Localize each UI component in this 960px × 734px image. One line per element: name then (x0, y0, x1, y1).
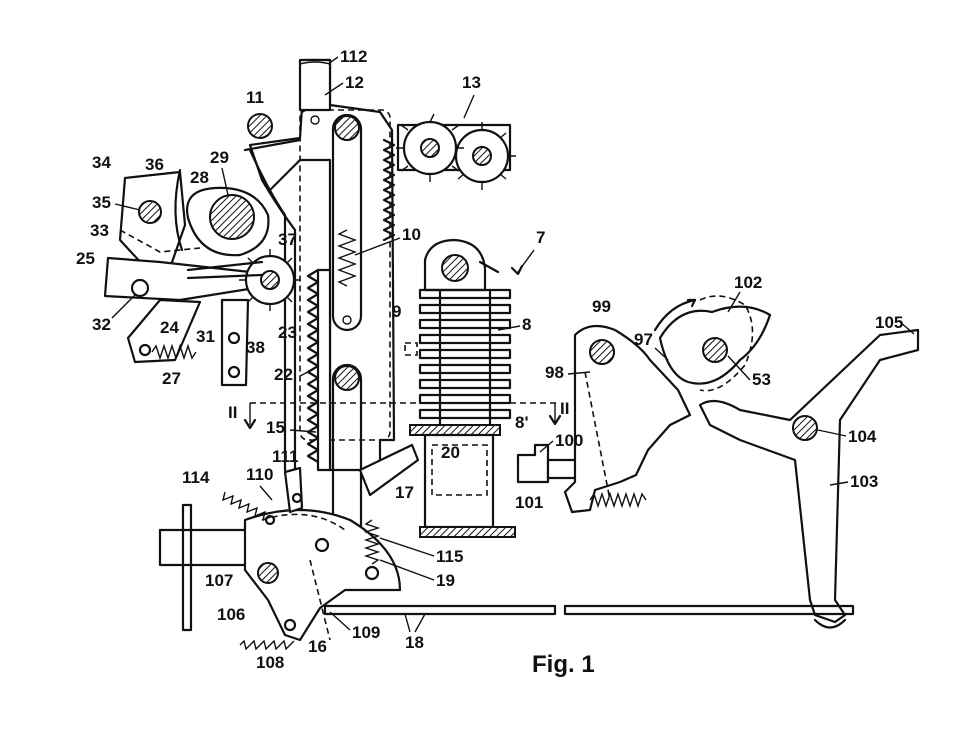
label-36: 36 (145, 155, 164, 174)
pawl-110 (283, 466, 304, 514)
label-8: 8 (522, 315, 531, 334)
label-101: 101 (515, 493, 543, 512)
label-28: 28 (190, 168, 209, 187)
label-103: 103 (850, 472, 878, 491)
label-25: 25 (76, 249, 95, 268)
label-20: 20 (441, 443, 460, 462)
rack-9-teeth (382, 138, 396, 242)
label-37: 37 (278, 230, 297, 249)
label-24: 24 (160, 318, 179, 337)
label-8-prime: 8' (515, 413, 529, 432)
slot-upper (331, 113, 363, 332)
cam-102 (653, 295, 772, 392)
label-27: 27 (162, 369, 181, 388)
figure-caption: Fig. 1 (532, 651, 595, 678)
spring-108 (239, 639, 295, 651)
label-18: 18 (405, 633, 424, 652)
label-104: 104 (848, 427, 877, 446)
label-12: 12 (345, 73, 364, 92)
label-112: 112 (340, 47, 367, 66)
label-22: 22 (274, 365, 293, 384)
label-33: 33 (90, 221, 109, 240)
label-11: 11 (246, 88, 264, 107)
label-10: 10 (402, 225, 421, 244)
label-98: 98 (545, 363, 564, 382)
label-115: 115 (436, 547, 463, 566)
section-line (243, 402, 562, 430)
label-13: 13 (462, 73, 481, 92)
label-16: 16 (308, 637, 327, 656)
label-105: 105 (875, 313, 903, 332)
reference-labels: 112 12 11 13 34 36 29 28 35 33 37 10 7 2… (76, 47, 915, 678)
disc-29 (174, 168, 270, 257)
label-23: 23 (278, 323, 297, 342)
spring-right (589, 491, 647, 509)
label-110: 110 (246, 465, 273, 484)
rod-112 (298, 58, 332, 125)
label-102: 102 (734, 273, 762, 292)
label-108: 108 (256, 653, 284, 672)
label-32: 32 (92, 315, 111, 334)
label-107: 107 (205, 571, 233, 590)
link-38 (220, 298, 250, 387)
label-97: 97 (634, 330, 653, 349)
label-19: 19 (436, 571, 455, 590)
label-9: 9 (392, 302, 401, 321)
spring-114 (221, 491, 276, 526)
label-53: 53 (752, 370, 771, 389)
spring-27 (151, 343, 197, 361)
lever-98 (563, 324, 692, 514)
label-35: 35 (92, 193, 111, 212)
pin-11 (247, 113, 273, 139)
label-34: 34 (92, 153, 111, 172)
coil-stack-7 (404, 238, 512, 427)
label-29: 29 (210, 148, 229, 167)
bracket-106 (158, 503, 402, 642)
label-114: 114 (182, 468, 210, 487)
label-38: 38 (246, 338, 265, 357)
label-111: 111 (272, 447, 299, 466)
pinion-37 (186, 249, 301, 311)
lever-17 (314, 443, 420, 553)
label-100: 100 (555, 431, 583, 450)
rail-18 (323, 604, 855, 616)
spring-115 (363, 519, 381, 565)
arm-25 (103, 256, 257, 364)
gear-pair-13 (396, 113, 516, 190)
label-15: 15 (266, 418, 285, 437)
label-7: 7 (536, 228, 545, 247)
label-17: 17 (395, 483, 414, 502)
label-section-right: II (560, 399, 569, 418)
lever-103 (698, 328, 920, 629)
rack-15 (306, 268, 363, 562)
label-section-left: II (228, 403, 237, 422)
label-31: 31 (196, 327, 215, 346)
base-20 (409, 424, 516, 538)
label-109: 109 (352, 623, 380, 642)
label-106: 106 (217, 605, 245, 624)
label-99: 99 (592, 297, 611, 316)
